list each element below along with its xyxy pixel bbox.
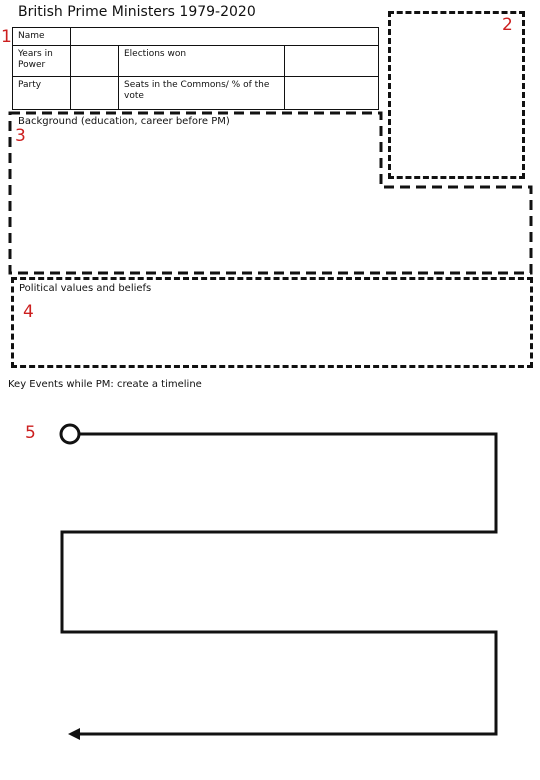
elections-won-label: Elections won — [118, 45, 285, 77]
section-number-1: 1 — [1, 27, 12, 47]
worksheet-title: British Prime Ministers 1979-2020 — [18, 4, 256, 20]
background-box-border — [8, 111, 533, 275]
timeline-end-arrowhead — [68, 728, 80, 740]
party-answer-cell[interactable] — [70, 76, 119, 110]
section-number-5: 5 — [25, 423, 36, 443]
values-label: Political values and beliefs — [19, 283, 152, 294]
section-number-4: 4 — [23, 302, 34, 322]
party-label: Party — [12, 76, 71, 110]
background-label: Background (education, career before PM) — [18, 116, 230, 127]
pm-info-table: Name Years in Power Elections won Party … — [12, 27, 380, 110]
values-box[interactable] — [11, 277, 533, 368]
seats-vote-answer-cell[interactable] — [283, 76, 380, 110]
portrait-box[interactable] — [388, 11, 525, 179]
section-number-3: 3 — [15, 126, 26, 146]
years-in-power-label: Years in Power — [12, 45, 71, 77]
timeline-start-circle — [59, 423, 81, 445]
timeline-heading: Key Events while PM: create a timeline — [8, 379, 202, 390]
section-number-2: 2 — [502, 15, 513, 35]
timeline-path[interactable] — [60, 432, 498, 736]
seats-vote-label: Seats in the Commons/ % of the vote — [118, 76, 285, 110]
